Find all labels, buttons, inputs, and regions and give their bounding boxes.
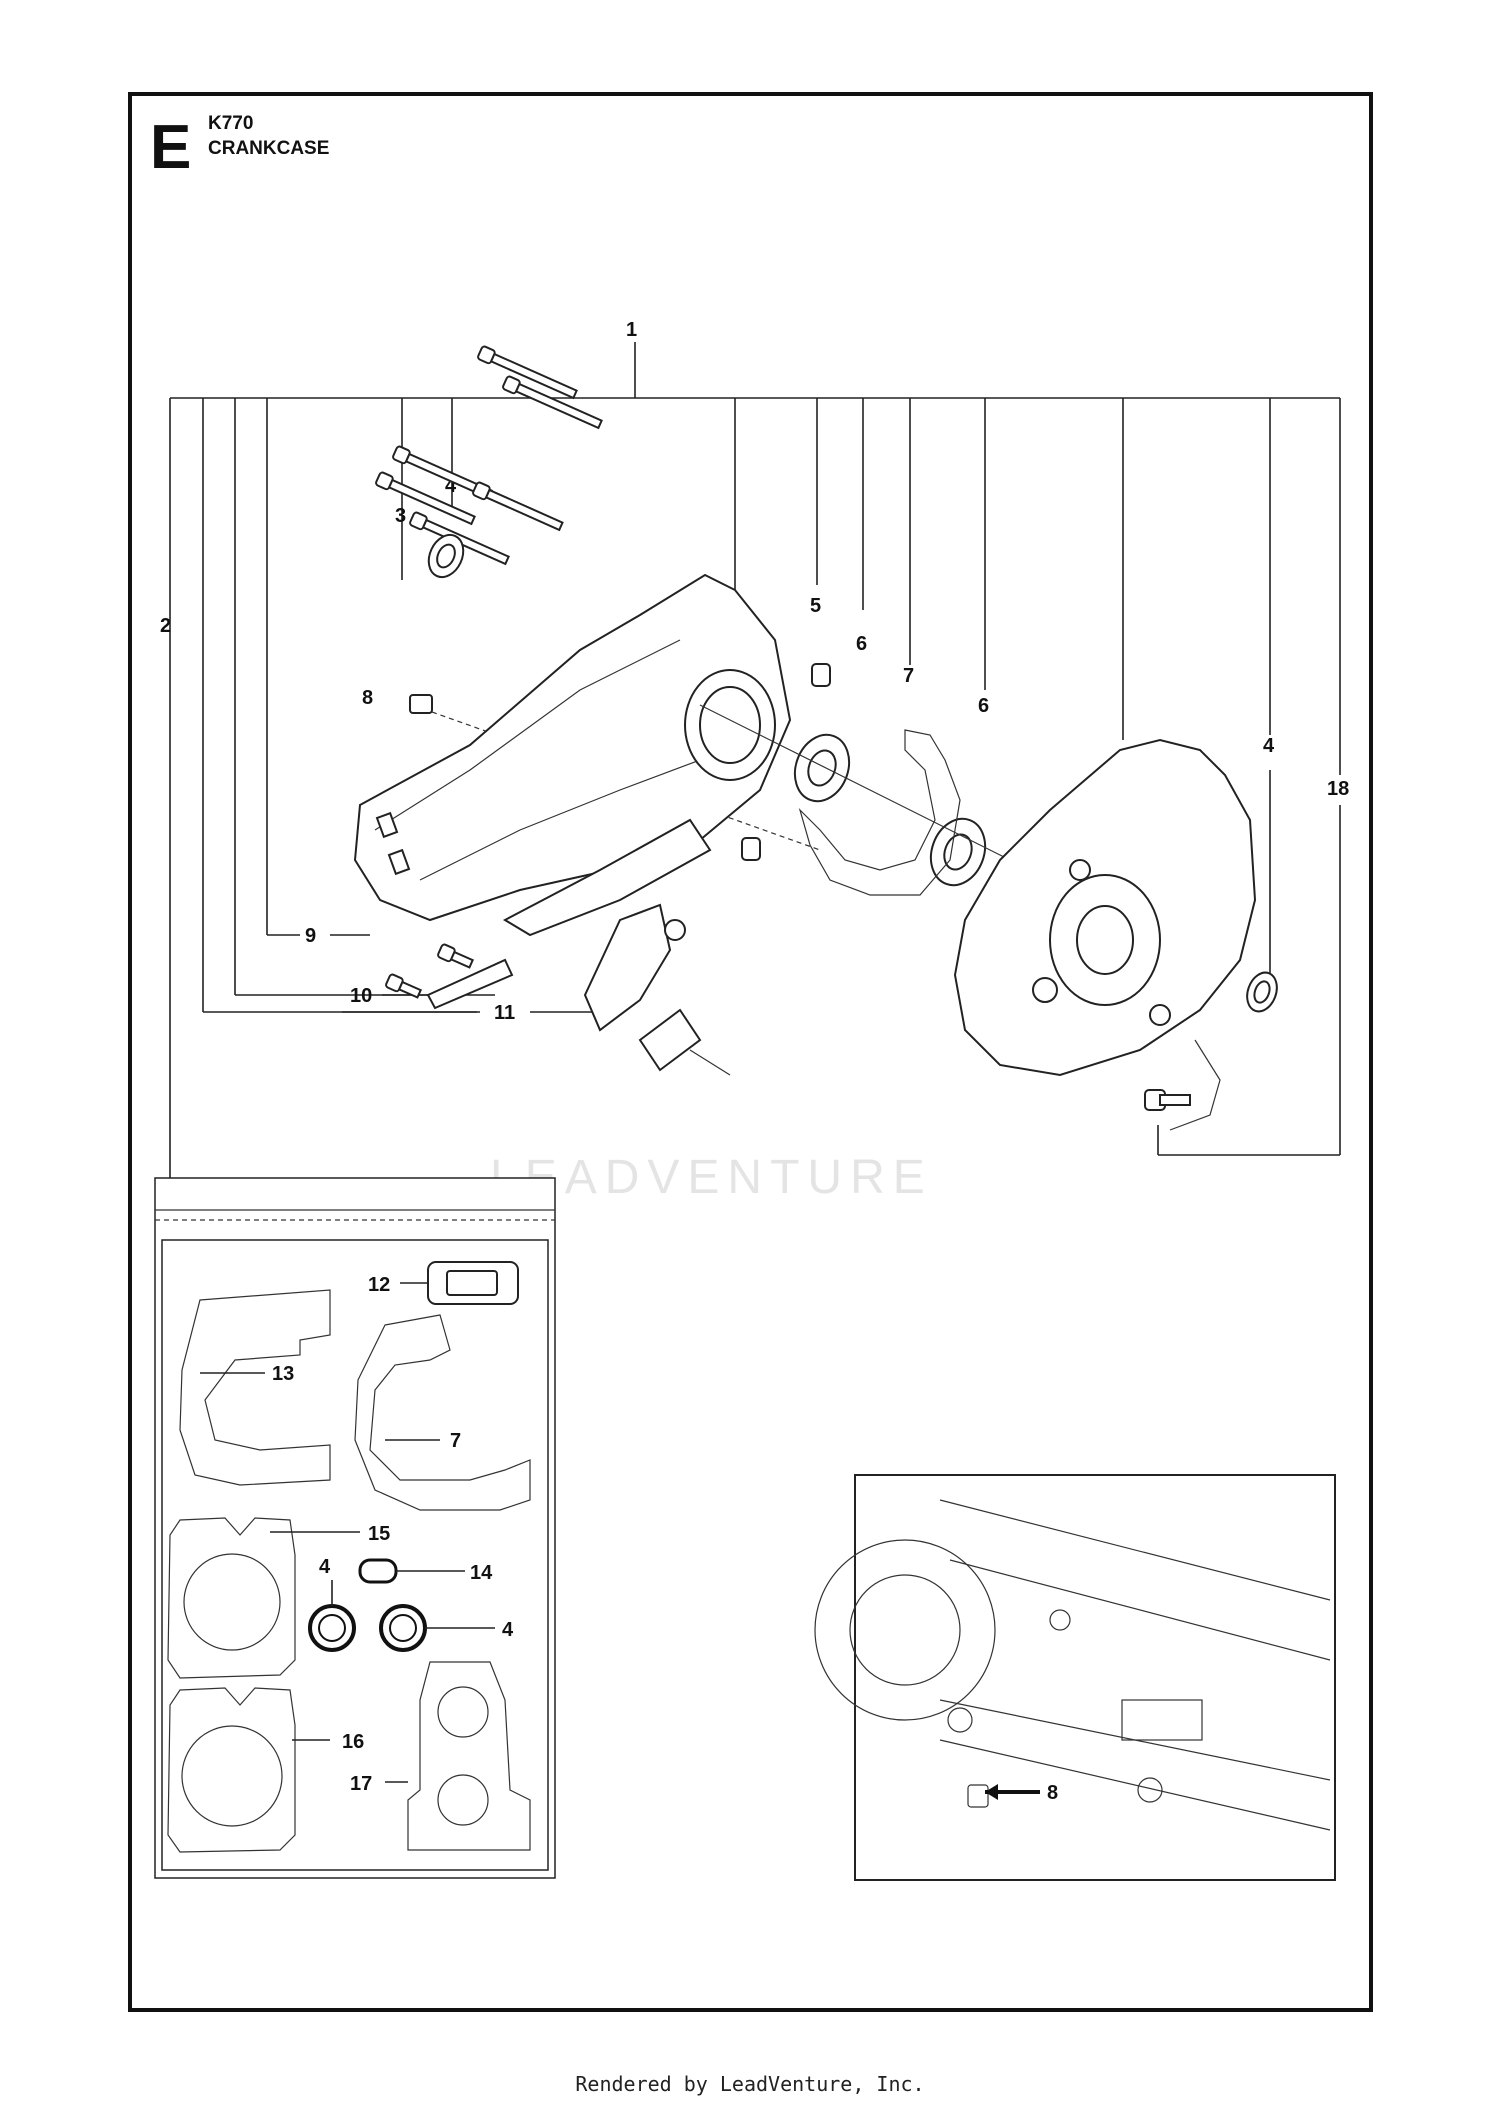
screws [375,345,603,999]
footer-credit: Rendered by LeadVenture, Inc. [575,2072,925,2096]
kit-callout-13: 13 [272,1363,294,1385]
kit-callout-4-right: 4 [502,1619,514,1641]
callout-9: 9 [305,925,316,947]
callout-6-a: 6 [856,633,867,655]
callout-6-b: 6 [978,695,989,717]
gasket-kit-bag: 12 13 7 15 4 14 4 16 [154,1177,556,1879]
bearing-2 [929,817,987,887]
callout-numbers: 1 2 3 4 4 5 6 6 7 8 9 10 11 18 [160,319,1349,1024]
plate [426,958,514,1010]
callout-10: 10 [350,985,372,1007]
kit-callout-12: 12 [368,1274,390,1296]
callout-8: 8 [362,687,373,709]
kit-callout-7: 7 [450,1430,461,1452]
model-number: K770 [208,113,254,134]
dowel-pin-upper [811,663,831,687]
callout-4-right: 4 [1263,735,1275,757]
callout-2: 2 [160,615,171,637]
dowel-pin-lower [741,837,761,861]
kit-callout-15: 15 [368,1523,390,1545]
crankcase-right-half [953,738,1257,1077]
kit-callout-14: 14 [470,1562,493,1584]
detail-inset: 8 [814,1474,1336,1881]
callout-5: 5 [810,595,821,617]
callout-1: 1 [626,319,637,341]
diagram-frame [128,92,1373,2012]
kit-callout-16: 16 [342,1731,364,1753]
decompression-valve [1144,1039,1221,1131]
inset-callout-8: 8 [1047,1782,1058,1804]
callout-11: 11 [494,1002,515,1024]
callout-7: 7 [903,665,914,687]
callout-3: 3 [395,505,406,527]
watermark: LEADVENTURE [490,1151,933,1204]
gasket-main [798,729,961,896]
crankcase-left-half [353,573,792,937]
callout-18: 18 [1327,778,1349,800]
oil-seal-top [427,533,465,579]
kit-callout-17: 17 [350,1773,372,1795]
bearing-1 [793,733,851,803]
kit-callout-4-left: 4 [319,1556,331,1578]
chain-tensioner [583,903,731,1076]
oil-seal-right [1246,971,1278,1013]
square-nut [409,694,433,714]
section-letter: E [150,113,192,182]
diagram-title: CRANKCASE [208,138,330,159]
